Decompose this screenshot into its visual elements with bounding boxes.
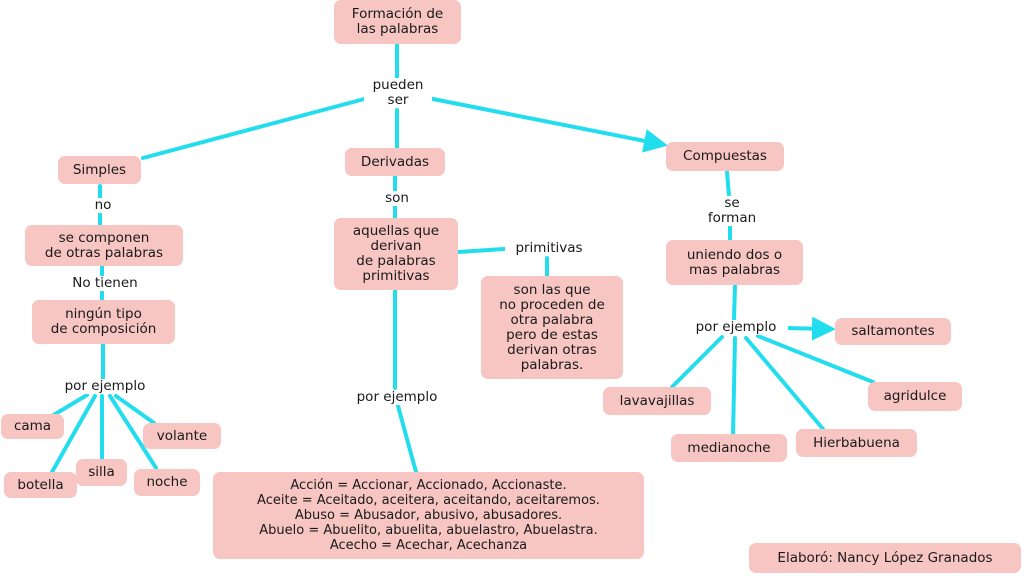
example-hierbabuena: Hierbabuena [796, 429, 917, 457]
link-label-se-forman: se forman [697, 196, 767, 226]
link-ejemplo-noche [108, 394, 158, 470]
example-silla: silla [76, 459, 127, 486]
link-pueden-compuestas [426, 96, 668, 153]
node-root: Formación de las palabras [334, 0, 461, 44]
link-label-primitivas: primitivas [505, 241, 593, 256]
link-label-por-ejemplo-compuestas: por ejemplo [684, 320, 788, 335]
node-derivadas-desc: aquellas que derivan de palabras primiti… [334, 218, 458, 290]
link-ejemplo-lavavajillas [670, 335, 724, 389]
link-ejemplo-botella [50, 394, 97, 474]
link-label-no-tienen: No tienen [60, 276, 150, 291]
node-primitivas-desc: son las que no proceden de otra palabra … [481, 276, 623, 379]
link-compuestas-seforman [725, 170, 731, 198]
example-lavavajillas: lavavajillas [603, 387, 711, 415]
node-compuestas: Compuestas [666, 142, 784, 171]
example-noche: noche [134, 469, 200, 496]
link-label-por-ejemplo-derivadas: por ejemplo [345, 390, 449, 405]
link-ejemplo-examples [396, 404, 418, 474]
node-derivadas: Derivadas [345, 148, 445, 176]
example-medianoche: medianoche [671, 434, 787, 462]
link-label-son: son [376, 191, 418, 206]
link-desc-ejemplo [732, 283, 737, 321]
example-saltamontes: saltamontes [835, 318, 951, 345]
example-botella: botella [4, 472, 77, 498]
node-compuestas-desc: uniendo dos o mas palabras [666, 240, 803, 285]
link-label-no: no [86, 198, 120, 213]
node-derivadas-examples: Acción = Accionar, Accionado, Accionaste… [213, 472, 644, 559]
link-label-pueden-ser: pueden ser [364, 78, 432, 108]
link-ejemplo-saltamontes [782, 316, 836, 341]
example-agridulce: agridulce [868, 382, 962, 411]
example-cama: cama [1, 414, 64, 439]
node-simples-detail: ningún tipo de composición [32, 300, 175, 344]
example-volante: volante [143, 423, 221, 449]
link-ejemplo-cama [50, 393, 89, 418]
link-ejemplo-volante [114, 394, 156, 425]
link-pueden-simples [141, 96, 370, 160]
credit-label: Elaboró: Nancy López Granados [749, 543, 1021, 573]
node-simples: Simples [58, 156, 141, 184]
link-ejemplo-medianoche [731, 336, 737, 438]
link-label-por-ejemplo-simples: por ejemplo [53, 379, 157, 394]
node-simples-desc: se componen de otras palabras [25, 225, 183, 266]
link-desc-primitivas [456, 247, 506, 254]
link-ejemplo-hierbabuena [744, 336, 825, 431]
link-ejemplo-agridulce [756, 334, 875, 384]
